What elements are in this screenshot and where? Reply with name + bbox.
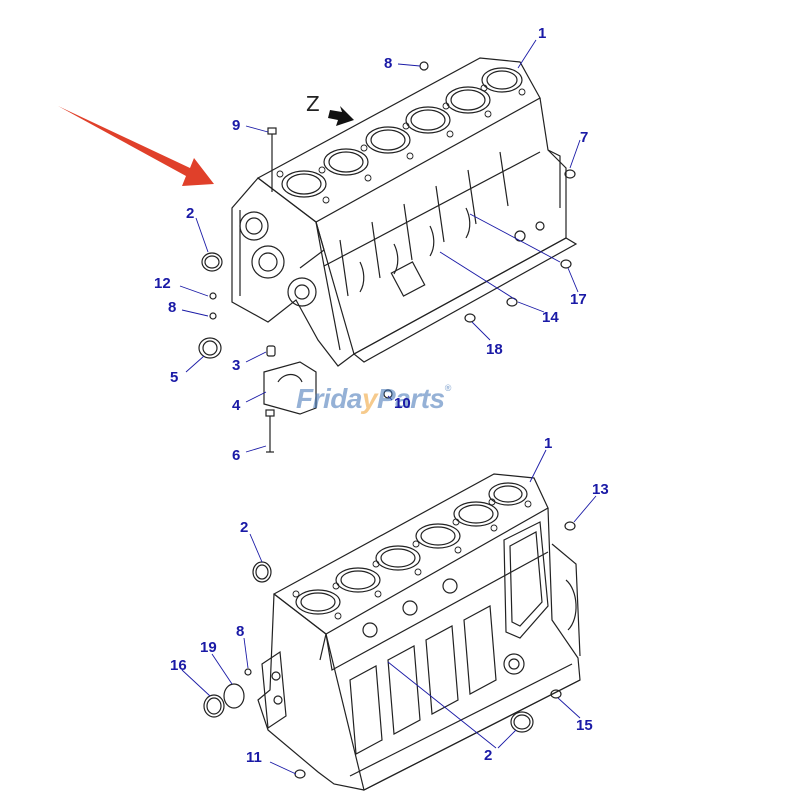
callout-upper-18: 18 bbox=[486, 341, 503, 358]
lower-engine-block bbox=[257, 473, 581, 791]
callout-lower-13: 13 bbox=[592, 481, 609, 498]
callout-lower-15: 15 bbox=[576, 717, 593, 734]
watermark-logo: FridayParts® bbox=[296, 383, 451, 414]
callout-lower-11: 11 bbox=[246, 749, 262, 766]
upper-leader-lines bbox=[179, 39, 581, 453]
callout-lower-19: 19 bbox=[200, 639, 217, 656]
lower-leader-lines bbox=[181, 449, 597, 775]
lower-loose-parts bbox=[203, 521, 576, 779]
callout-upper-2: 2 bbox=[186, 205, 195, 222]
callout-lower-2a: 2 bbox=[240, 519, 249, 536]
callout-upper-12: 12 bbox=[154, 275, 171, 292]
view-direction-arrow-icon bbox=[328, 106, 354, 126]
red-pointer-arrow bbox=[58, 106, 214, 186]
callout-upper-9: 9 bbox=[232, 117, 241, 134]
callout-upper-1: 1 bbox=[538, 25, 547, 42]
upper-loose-parts bbox=[198, 61, 576, 453]
callout-upper-10: 10 bbox=[394, 395, 411, 412]
callout-lower-1: 1 bbox=[544, 435, 553, 452]
callout-upper-4: 4 bbox=[232, 397, 241, 414]
oil-seal-2 bbox=[201, 252, 223, 272]
callout-upper-6: 6 bbox=[232, 447, 241, 464]
callout-upper-17: 17 bbox=[570, 291, 587, 308]
callout-upper-7: 7 bbox=[580, 129, 589, 146]
callout-lower-8: 8 bbox=[236, 623, 245, 640]
callout-upper-8a: 8 bbox=[384, 55, 393, 72]
callout-upper-14: 14 bbox=[542, 309, 559, 326]
callout-lower-16: 16 bbox=[170, 657, 187, 674]
callout-upper-8b: 8 bbox=[168, 299, 177, 316]
view-marker-z: Z bbox=[306, 92, 320, 116]
callout-lower-2b: 2 bbox=[484, 747, 493, 764]
upper-engine-block bbox=[231, 57, 578, 367]
callout-upper-3: 3 bbox=[232, 357, 241, 374]
callout-upper-5: 5 bbox=[170, 369, 179, 386]
bushing-5 bbox=[198, 337, 222, 359]
